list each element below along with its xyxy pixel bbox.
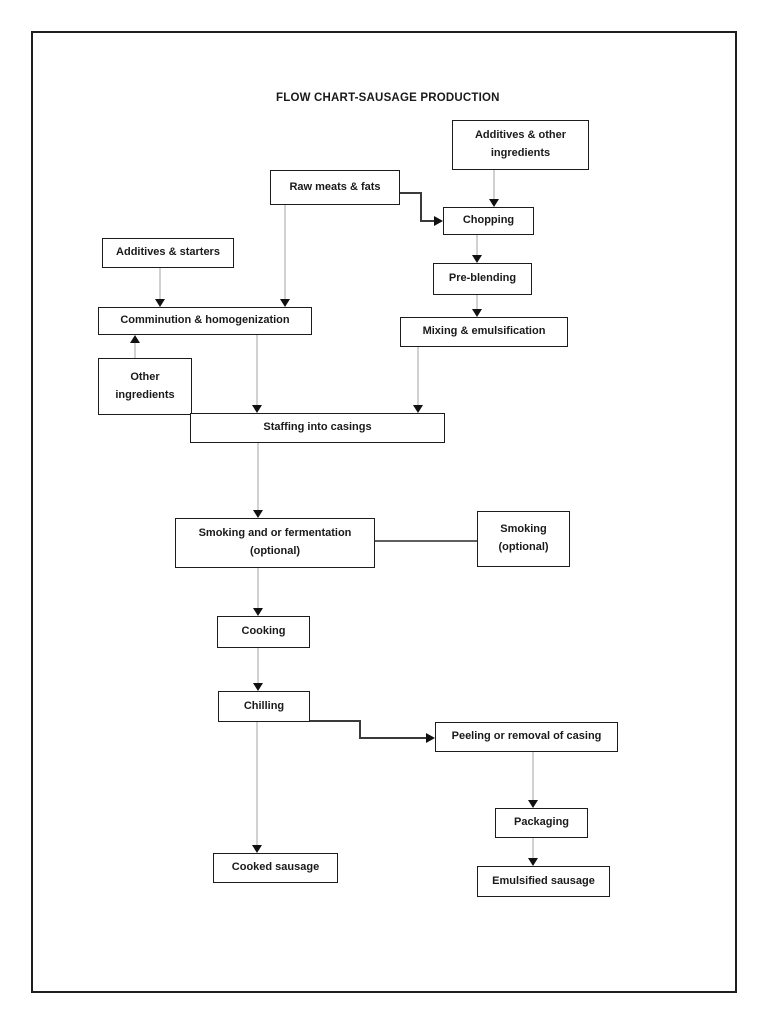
- node-smoking-optional: Smoking (optional): [477, 511, 570, 567]
- node-cooked-sausage: Cooked sausage: [213, 853, 338, 883]
- node-emulsified-sausage: Emulsified sausage: [477, 866, 610, 897]
- node-mixing-emulsification-label: Mixing & emulsification: [422, 325, 546, 338]
- node-packaging: Packaging: [495, 808, 588, 838]
- node-chopping: Chopping: [443, 207, 534, 235]
- node-packaging-label: Packaging: [513, 816, 570, 829]
- node-peeling-removal-casing: Peeling or removal of casing: [435, 722, 618, 752]
- node-chilling: Chilling: [218, 691, 310, 722]
- node-other-ingredients: Other ingredients: [98, 358, 192, 415]
- node-chilling-label: Chilling: [243, 699, 285, 712]
- node-comminution-homogenization-label: Comminution & homogenization: [120, 314, 290, 327]
- node-comminution-homogenization: Comminution & homogenization: [98, 307, 312, 335]
- node-pre-blending: Pre-blending: [433, 263, 532, 295]
- node-cooked-sausage-label: Cooked sausage: [231, 861, 320, 874]
- node-staffing-into-casings: Staffing into casings: [190, 413, 445, 443]
- node-smoking-and-or-fermentation-label-line1: Smoking and or fermentation: [198, 527, 352, 540]
- node-cooking-label: Cooking: [241, 625, 286, 638]
- node-raw-meats-fats-label: Raw meats & fats: [289, 180, 381, 193]
- node-emulsified-sausage-label: Emulsified sausage: [492, 874, 595, 887]
- node-mixing-emulsification: Mixing & emulsification: [400, 317, 568, 347]
- node-smoking-and-or-fermentation-label-line2: (optional): [249, 545, 301, 557]
- node-other-ingredients-label-line1: Other: [130, 370, 160, 383]
- node-chopping-label: Chopping: [462, 214, 515, 227]
- node-peeling-removal-casing-label: Peeling or removal of casing: [451, 730, 602, 743]
- node-smoking-optional-label-line1: Smoking: [500, 523, 547, 536]
- node-additives-starters-label: Additives & starters: [116, 246, 220, 259]
- page-title: FLOW CHART-SAUSAGE PRODUCTION: [276, 92, 500, 104]
- node-staffing-into-casings-label: Staffing into casings: [263, 421, 372, 434]
- node-pre-blending-label: Pre-blending: [448, 272, 517, 285]
- node-other-ingredients-label-line2: ingredients: [115, 388, 175, 401]
- node-smoking-optional-label-line2: (optional): [498, 541, 549, 553]
- node-additives-other-ingredients-label-line2: ingredients: [490, 147, 551, 159]
- node-additives-other-ingredients-label-line1: Additives & other: [474, 129, 567, 142]
- node-smoking-and-or-fermentation: Smoking and or fermentation (optional): [175, 518, 375, 568]
- node-additives-starters: Additives & starters: [102, 238, 234, 268]
- node-cooking: Cooking: [217, 616, 310, 648]
- node-raw-meats-fats: Raw meats & fats: [270, 170, 400, 205]
- node-additives-other-ingredients: Additives & other ingredients: [452, 120, 589, 170]
